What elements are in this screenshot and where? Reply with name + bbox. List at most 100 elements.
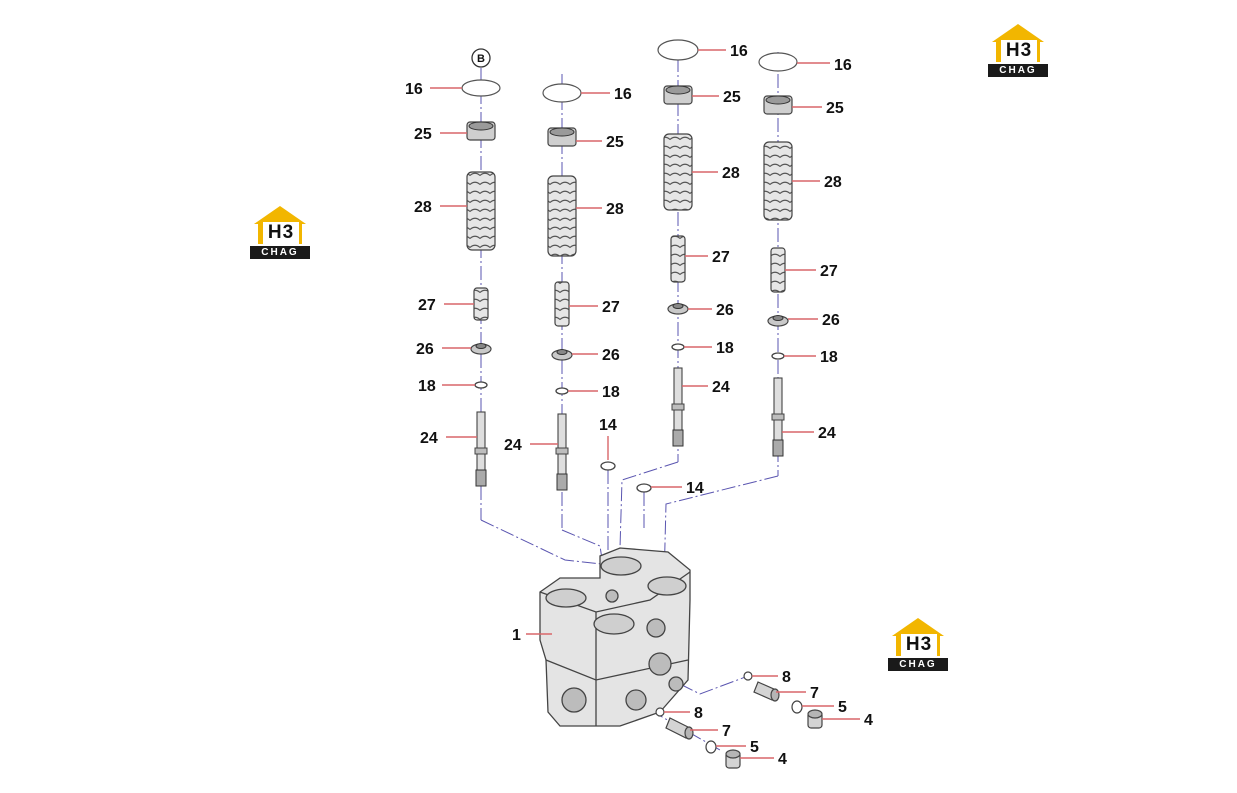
callout-28: 28 [824, 174, 842, 191]
spring-28 [547, 175, 577, 257]
callout-25: 25 [723, 89, 741, 106]
callout-5: 5 [750, 739, 759, 756]
spring-28 [466, 171, 496, 251]
logo-roof [254, 206, 306, 224]
logo-mark: H3 [901, 634, 937, 656]
callout-7: 7 [722, 723, 731, 740]
axis-line [619, 461, 679, 549]
callout-24: 24 [420, 430, 438, 447]
axis-line [679, 675, 749, 695]
brand-logo: H3 CHAG [988, 24, 1048, 80]
retainer-25 [663, 85, 693, 105]
valve-body-1 [539, 547, 691, 727]
washer-26 [767, 315, 789, 327]
callout-24: 24 [504, 437, 522, 454]
plunger-24 [671, 367, 685, 447]
spring-27 [770, 247, 786, 293]
spring-28 [663, 133, 693, 211]
callout-8: 8 [694, 705, 703, 722]
callout-27: 27 [418, 297, 436, 314]
brand-logo: H3 CHAG [888, 618, 948, 674]
callout-18: 18 [716, 340, 734, 357]
plug-set-lower [655, 707, 741, 769]
plug-7 [665, 717, 694, 740]
logo-mark: H3 [1001, 40, 1037, 62]
callout-4: 4 [778, 751, 787, 768]
callout-26: 26 [716, 302, 734, 319]
callout-28: 28 [606, 201, 624, 218]
spring-27 [670, 235, 686, 283]
callout-labels: 16 25 28 27 26 18 24 16 25 28 27 26 18 2… [405, 43, 873, 768]
callout-16: 16 [730, 43, 748, 60]
oring-5 [705, 740, 717, 754]
oring-8 [655, 707, 665, 717]
stack-column-a [461, 79, 501, 487]
callout-16: 16 [614, 86, 632, 103]
stack-column-c [657, 39, 699, 447]
oring-18 [671, 343, 685, 351]
oring-14 [636, 483, 652, 493]
spring-27 [473, 287, 489, 321]
logo-roof [992, 24, 1044, 42]
washer-26 [470, 343, 492, 355]
oring-5 [791, 700, 803, 714]
callout-8: 8 [782, 669, 791, 686]
callout-27: 27 [712, 249, 730, 266]
callout-27: 27 [602, 299, 620, 316]
plug-4 [807, 709, 823, 729]
callout-18: 18 [602, 384, 620, 401]
washer-26 [667, 303, 689, 315]
callout-16: 16 [405, 81, 423, 98]
callout-16: 16 [834, 57, 852, 74]
seal-16 [461, 79, 501, 97]
seal-16 [657, 39, 699, 61]
callout-7: 7 [810, 685, 819, 702]
oring-18 [555, 387, 569, 395]
callout-27: 27 [820, 263, 838, 280]
callout-18: 18 [418, 378, 436, 395]
callout-24: 24 [818, 425, 836, 442]
callout-tag-text: B [477, 53, 485, 65]
callout-26: 26 [602, 347, 620, 364]
callout-25: 25 [414, 126, 432, 143]
logo-mark: H3 [263, 222, 299, 244]
spring-28 [763, 141, 793, 221]
plunger-24 [771, 377, 785, 457]
seal-16 [542, 83, 582, 103]
callout-28: 28 [414, 199, 432, 216]
callout-24: 24 [712, 379, 730, 396]
callout-4: 4 [864, 712, 873, 729]
logo-text: CHAG [888, 658, 948, 671]
stack-column-d [758, 52, 798, 457]
callout-1: 1 [512, 627, 521, 644]
plug-4 [725, 749, 741, 769]
retainer-25 [547, 127, 577, 147]
oring-14 [600, 461, 616, 471]
oring-18 [771, 352, 785, 360]
retainer-25 [763, 95, 793, 115]
callout-26: 26 [822, 312, 840, 329]
callout-25: 25 [606, 134, 624, 151]
oring-8 [743, 671, 753, 681]
retainer-25 [466, 121, 496, 141]
stack-column-b [542, 83, 582, 491]
spring-27 [554, 281, 570, 327]
callout-26: 26 [416, 341, 434, 358]
seal-16 [758, 52, 798, 72]
callout-28: 28 [722, 165, 740, 182]
logo-roof [892, 618, 944, 636]
leader-lines [430, 49, 860, 759]
callout-18: 18 [820, 349, 838, 366]
callout-14: 14 [599, 417, 617, 434]
logo-text: CHAG [988, 64, 1048, 77]
axis-line [480, 519, 621, 567]
plunger-24 [555, 413, 569, 491]
callout-14: 14 [686, 480, 704, 497]
plug-7 [753, 681, 780, 702]
logo-text: CHAG [250, 246, 310, 259]
callout-tag-b: B [471, 48, 491, 68]
brand-logo: H3 CHAG [250, 206, 310, 262]
plunger-24 [474, 411, 488, 487]
washer-26 [551, 349, 573, 361]
